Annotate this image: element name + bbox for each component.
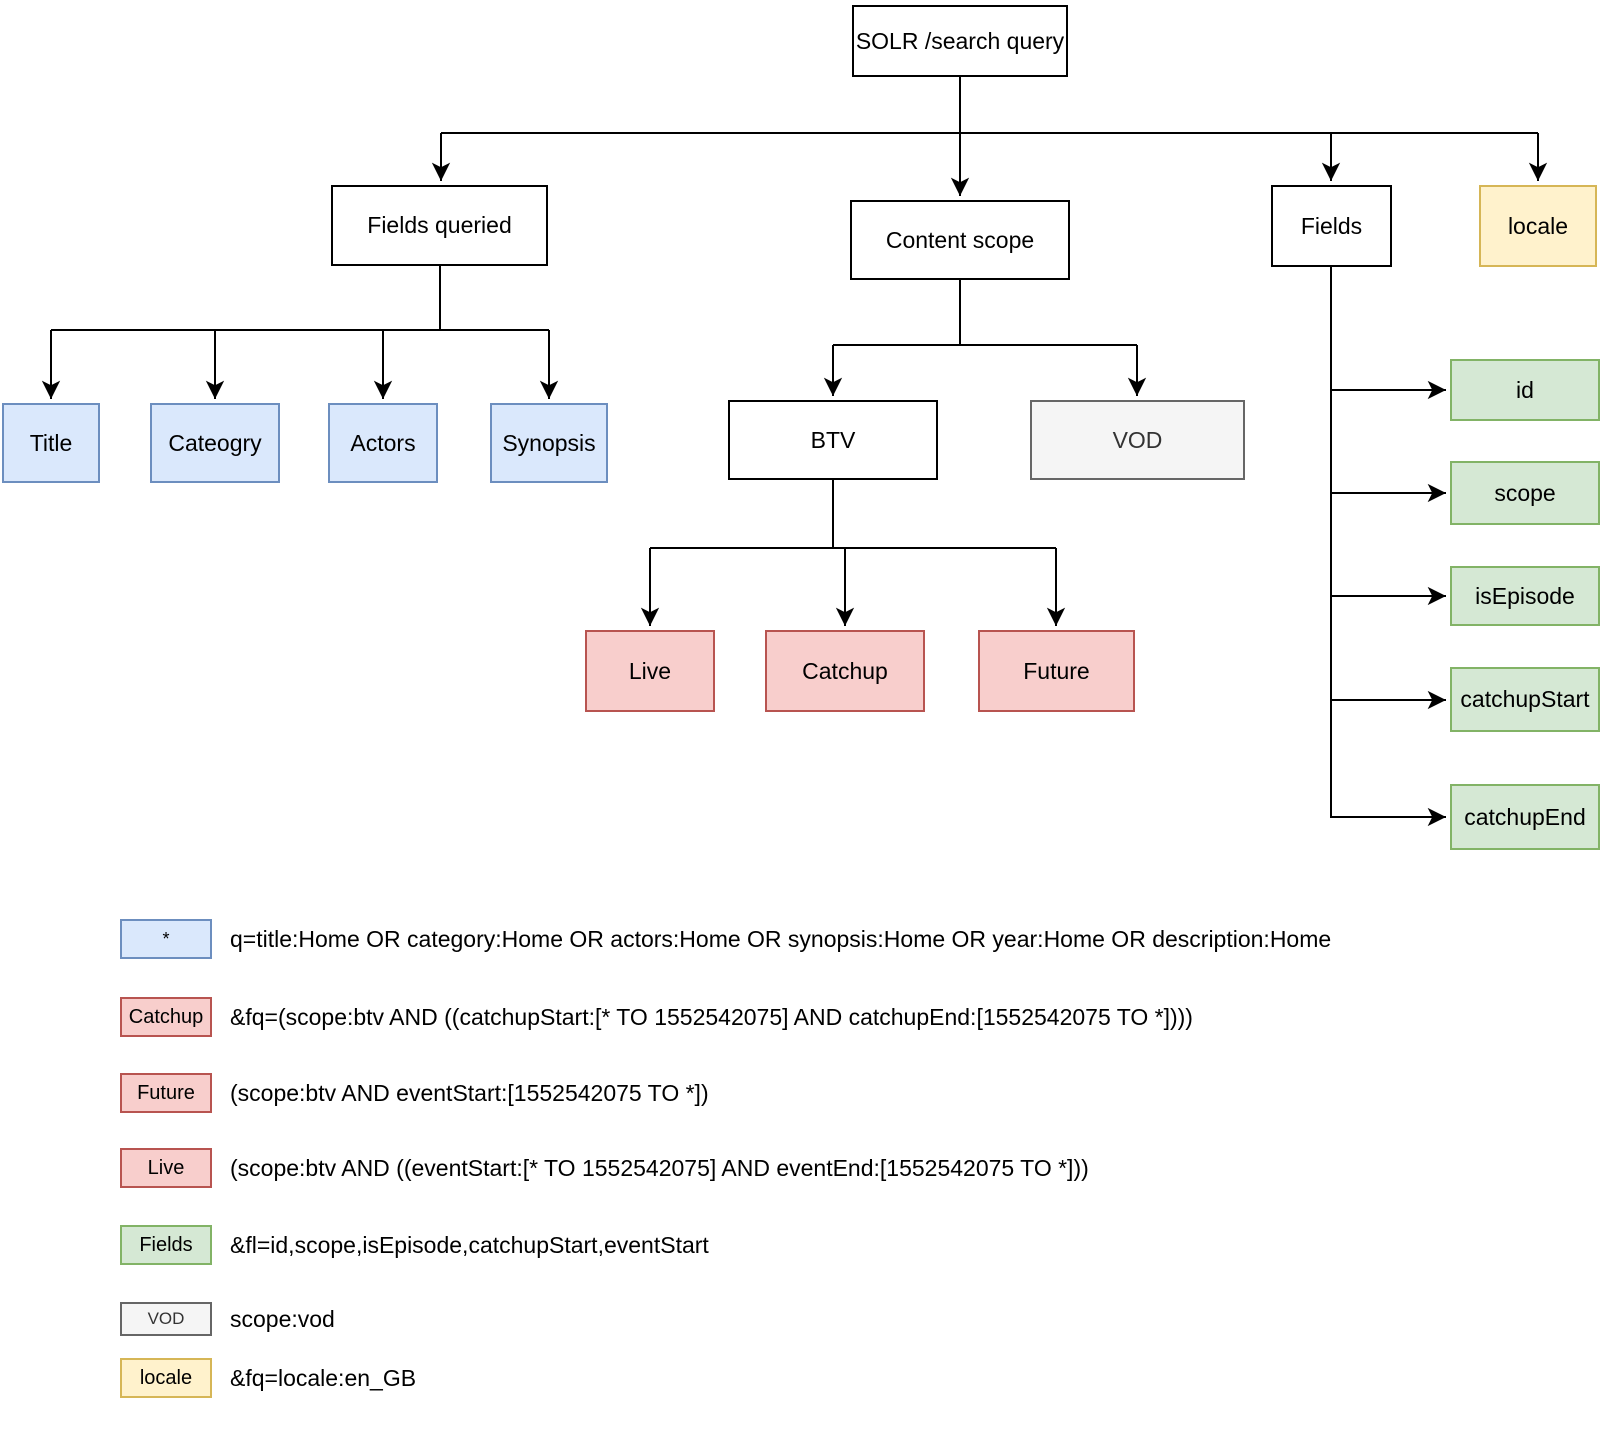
node-locale: locale — [1479, 185, 1597, 267]
legend-swatch-wildcard: * — [120, 919, 212, 959]
legend-query-live: (scope:btv AND ((eventStart:[* TO 155254… — [230, 1154, 1089, 1181]
legend-row-locale: locale &fq=locale:en_GB — [0, 1358, 1602, 1398]
legend-swatch-locale: locale — [120, 1358, 212, 1398]
legend-query-wildcard: q=title:Home OR category:Home OR actors:… — [230, 925, 1332, 952]
node-isepisode: isEpisode — [1450, 566, 1600, 626]
node-title: Title — [2, 403, 100, 483]
legend-row-catchup: Catchup &fq=(scope:btv AND ((catchupStar… — [0, 997, 1602, 1037]
legend-query-fields: &fl=id,scope,isEpisode,catchupStart,even… — [230, 1231, 709, 1258]
legend-query-future: (scope:btv AND eventStart:[1552542075 TO… — [230, 1079, 709, 1106]
node-actors: Actors — [328, 403, 438, 483]
node-scope: scope — [1450, 461, 1600, 525]
legend-query-catchup: &fq=(scope:btv AND ((catchupStart:[* TO … — [230, 1003, 1193, 1030]
legend-swatch-fields: Fields — [120, 1225, 212, 1265]
legend-swatch-vod: VOD — [120, 1302, 212, 1336]
node-content-scope: Content scope — [850, 200, 1070, 280]
node-solr-search-query: SOLR /search query — [852, 5, 1068, 77]
node-future: Future — [978, 630, 1135, 712]
legend-query-vod: scope:vod — [230, 1305, 335, 1332]
node-live: Live — [585, 630, 715, 712]
node-id: id — [1450, 359, 1600, 421]
legend-row-wildcard: * q=title:Home OR category:Home OR actor… — [0, 919, 1602, 959]
node-catchupend: catchupEnd — [1450, 784, 1600, 850]
node-cateogry: Cateogry — [150, 403, 280, 483]
legend-row-future: Future (scope:btv AND eventStart:[155254… — [0, 1073, 1602, 1113]
legend-query-locale: &fq=locale:en_GB — [230, 1364, 417, 1391]
legend-swatch-catchup: Catchup — [120, 997, 212, 1037]
node-catchupstart: catchupStart — [1450, 667, 1600, 732]
node-synopsis: Synopsis — [490, 403, 608, 483]
node-fields: Fields — [1271, 185, 1392, 267]
legend-row-vod: VOD scope:vod — [0, 1302, 1602, 1342]
node-btv: BTV — [728, 400, 938, 480]
legend-swatch-future: Future — [120, 1073, 212, 1113]
legend-row-live: Live (scope:btv AND ((eventStart:[* TO 1… — [0, 1148, 1602, 1188]
legend-row-fields: Fields &fl=id,scope,isEpisode,catchupSta… — [0, 1225, 1602, 1265]
legend-swatch-live: Live — [120, 1148, 212, 1188]
node-catchup: Catchup — [765, 630, 925, 712]
node-fields-queried: Fields queried — [331, 185, 548, 266]
node-vod: VOD — [1030, 400, 1245, 480]
